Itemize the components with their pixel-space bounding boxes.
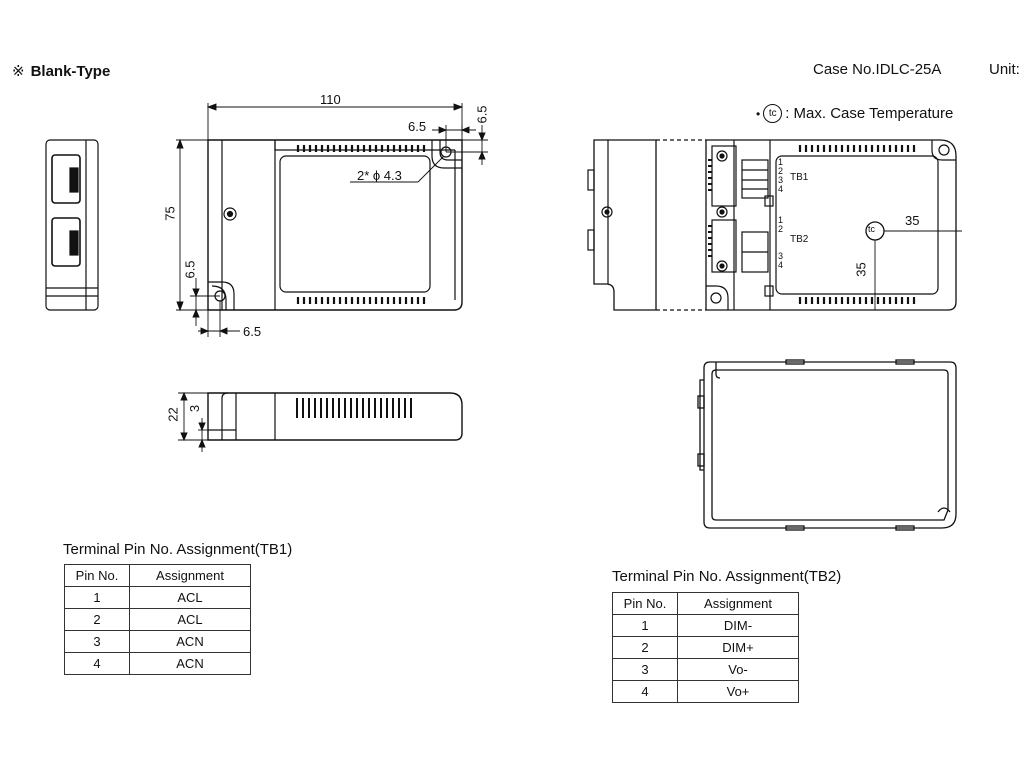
tb2-pin-2: 2 [778,224,784,234]
pin-cell: 2 [612,636,678,659]
assignment-cell: DIM- [677,614,799,637]
table-row: 1 DIM- [612,614,799,637]
dim-hole-offset-top: 6.5 [408,119,427,134]
assignment-cell: DIM+ [677,636,799,659]
pin-cell: 3 [612,658,678,681]
pin-cell: 3 [64,630,130,653]
assignment-cell: Vo- [677,658,799,681]
table-row: 2 ACL [64,608,251,631]
dim-base: 3 [187,404,203,413]
tb1-pin-3: 3 [778,175,784,185]
assignment-cell: ACL [129,608,251,631]
tb2-pin-4: 4 [778,260,784,270]
dim-height: 22 [165,407,181,422]
tb1-pin-2: 2 [778,166,784,176]
open-view [587,139,962,311]
dim-tc-x: 35 [905,213,920,228]
top-view [207,139,463,311]
tc-board-symbol: tc [868,224,876,234]
table-row: 1 ACL [64,586,251,609]
tb2-table-title: Terminal Pin No. Assignment(TB2) [612,568,842,585]
case-number: Case No.IDLC-25A [813,61,942,78]
tb1-pin-1: 1 [778,157,784,167]
side-view-dimensions [178,391,222,452]
reference-mark: ※ [12,63,25,80]
dim-tc-y: 35 [853,262,869,277]
column-header-pin: Pin No. [64,564,130,587]
bullet-icon: • [756,106,761,121]
table-row: 4 ACN [64,652,251,675]
column-header-assignment: Assignment [129,564,251,587]
table-row: 4 Vo+ [612,680,799,703]
column-header-assignment: Assignment [677,592,799,615]
dim-hole-offset-bottom: 6.5 [243,324,262,339]
assignment-cell: ACL [129,586,251,609]
dim-hole-offset-left: 6.5 [182,260,198,279]
dim-hole-spec: 2* ϕ 4.3 [357,168,402,183]
tc-legend: • tc : Max. Case Temperature [756,104,953,123]
tb1-pin-4: 4 [778,184,784,194]
table-row: 3 ACN [64,630,251,653]
assignment-cell: ACN [129,630,251,653]
top-vents-upper [296,145,426,152]
tb2-pin-numbers-top: 1 2 [778,216,783,234]
tb2-pin-1: 1 [778,215,784,225]
end-view [45,139,99,311]
dim-hole-offset-right: 6.5 [474,105,490,124]
table-header-row: Pin No. Assignment [612,592,799,615]
dim-length: 110 [320,92,341,107]
tb2-label: TB2 [790,234,809,245]
blank-type-label: Blank-Type [30,63,111,80]
cover-frame [697,359,957,531]
pin-cell: 1 [64,586,130,609]
pin-cell: 2 [64,608,130,631]
tb1-pin-numbers: 1 2 3 4 [778,158,783,194]
pin-cell: 4 [612,680,678,703]
side-vents [296,398,412,418]
table-row: 2 DIM+ [612,636,799,659]
assignment-cell: Vo+ [677,680,799,703]
tb1-table-title: Terminal Pin No. Assignment(TB1) [63,541,293,558]
tc-symbol-icon: tc [763,104,783,123]
tb1-label: TB1 [790,172,809,183]
tb1-table: Pin No. Assignment 1 ACL 2 ACL 3 ACN 4 A… [64,564,251,675]
side-view [207,392,463,441]
assignment-cell: ACN [129,652,251,675]
dim-width: 75 [162,206,178,221]
top-vents-lower [296,297,426,304]
tb2-table: Pin No. Assignment 1 DIM- 2 DIM+ 3 Vo- 4… [612,592,799,703]
unit-label: Unit: [989,61,1020,78]
pin-cell: 4 [64,652,130,675]
table-header-row: Pin No. Assignment [64,564,251,587]
pin-cell: 1 [612,614,678,637]
tb2-pin-numbers-bottom: 3 4 [778,252,783,270]
top-view-dimensions [176,103,488,337]
table-row: 3 Vo- [612,658,799,681]
tb2-pin-3: 3 [778,251,784,261]
drawing-title: ※ Blank-Type [12,62,110,80]
column-header-pin: Pin No. [612,592,678,615]
tc-legend-text: : Max. Case Temperature [785,105,954,122]
